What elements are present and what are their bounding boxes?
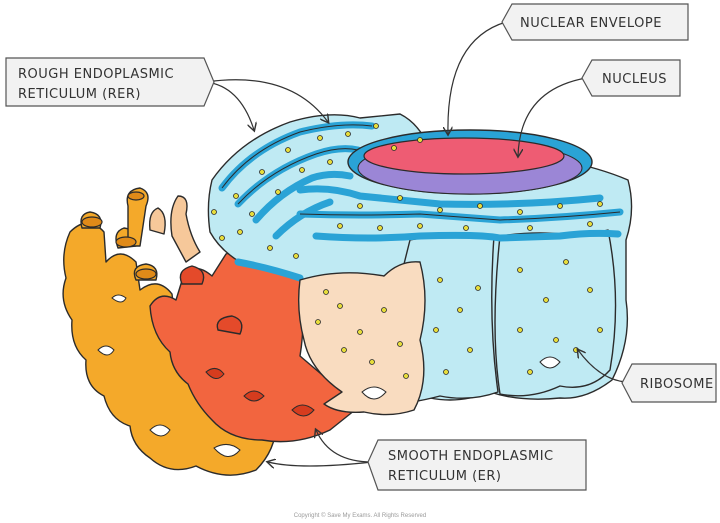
nucleus bbox=[363, 137, 565, 175]
ser-label-line1: SMOOTH ENDOPLASMIC bbox=[388, 449, 554, 464]
nuclear-envelope-label: NUCLEAR ENVELOPE bbox=[520, 16, 662, 31]
smooth-er-peach-tubes bbox=[148, 195, 201, 263]
label-nuclear-envelope: NUCLEAR ENVELOPE bbox=[501, 3, 689, 41]
rer-label-line2: RETICULUM (RER) bbox=[18, 87, 141, 102]
rer-label-line1: ROUGH ENDOPLASMIC bbox=[18, 67, 174, 82]
ribosome-dots bbox=[211, 123, 603, 379]
ribosome-label: RIBOSOME bbox=[640, 377, 714, 392]
copyright-text: Copyright © Save My Exams. All Rights Re… bbox=[294, 512, 426, 519]
label-ribosome: RIBOSOME bbox=[621, 363, 717, 403]
label-smooth-er: SMOOTH ENDOPLASMIC RETICULUM (ER) bbox=[367, 439, 587, 491]
ser-label-line2: RETICULUM (ER) bbox=[388, 469, 501, 484]
nucleus-group bbox=[347, 129, 593, 195]
smooth-er-light-block bbox=[297, 261, 561, 416]
label-nucleus: NUCLEUS bbox=[581, 59, 681, 97]
nucleus-label: NUCLEUS bbox=[602, 72, 667, 87]
smooth-er-red-layer bbox=[149, 247, 361, 443]
label-rough-er: ROUGH ENDOPLASMIC RETICULUM (RER) bbox=[5, 57, 215, 107]
